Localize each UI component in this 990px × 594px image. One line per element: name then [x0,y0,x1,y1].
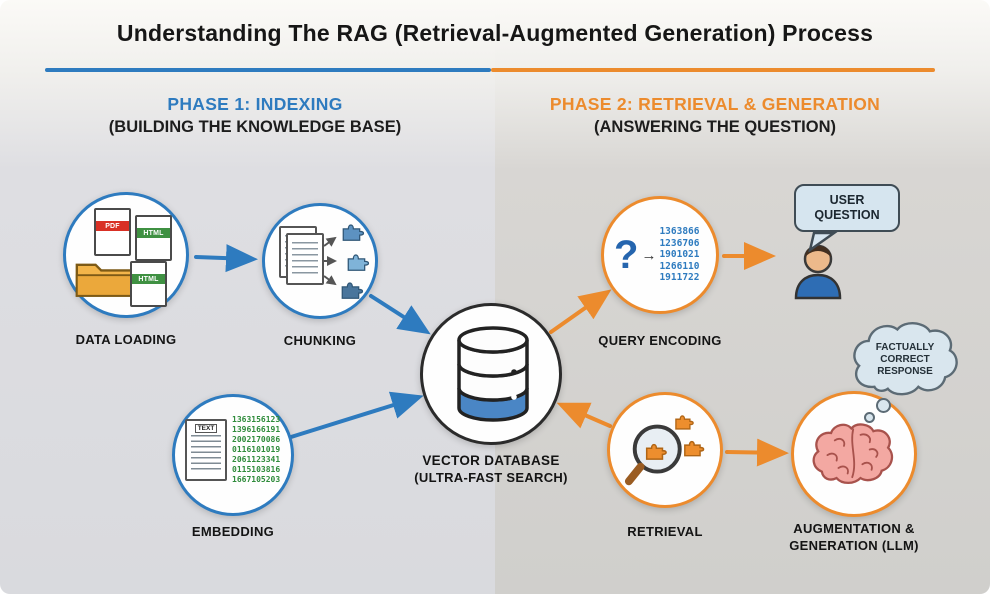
label-augmentation-line1: AUGMENTATION & [793,521,915,536]
database-icon [457,326,529,422]
text-doc-lines [191,435,221,473]
html-file-icon-2: HTML [130,261,167,307]
label-retrieval: RETRIEVAL [627,524,703,539]
html-file-tag: HTML [137,228,170,238]
split-arrows-icon [323,236,337,286]
node-embedding: TEXT 1363156123 1396166191 2002170086 01… [172,394,294,516]
encode-arrow-icon: → [641,246,657,264]
thought-cloud-shape [853,322,958,396]
puzzle-piece-icon-orange-3 [684,440,705,457]
user-question-line2: QUESTION [814,208,880,222]
label-query-encoding: QUERY ENCODING [598,333,722,348]
text-document-icon: TEXT [185,419,227,481]
phase1-heading-block: PHASE 1: INDEXING (BUILDING THE KNOWLEDG… [40,94,470,137]
pdf-file-tag: PDF [96,221,129,231]
thought-dot-large [876,398,891,413]
text-doc-label: TEXT [194,424,218,433]
magnifier-icon [624,415,705,486]
thought-bubble: FACTUALLY CORRECT RESPONSE [846,318,964,404]
user-avatar [794,244,842,300]
node-chunking [262,203,378,319]
thought-dot-small [864,412,875,423]
response-line1: FACTUALLY [875,342,935,353]
label-data-loading: DATA LOADING [75,332,177,347]
document-icon-front [286,233,324,285]
speech-bubble: USER QUESTION [794,184,900,252]
pdf-file-icon: PDF [94,208,131,256]
label-vector-database-sub: (ULTRA-FAST SEARCH) [414,470,568,485]
puzzle-piece-icon-2 [347,254,370,271]
response-line2: CORRECT [880,354,930,365]
embedding-vector-numbers: 1363156123 1396166191 2002170086 0116101… [232,415,281,484]
puzzle-piece-icon-orange [645,443,667,460]
arrow-embedding-to-vectordb [289,391,424,439]
phase2-subtitle: (ANSWERING THE QUESTION) [594,118,836,136]
arrow-dataloading-to-chunking [194,244,258,273]
brain-icon [812,423,894,485]
arrow-retrieval-to-vectordb [556,402,612,429]
query-vector-numbers: 1363866 1236706 1901021 1266110 1911722 [659,226,700,284]
node-query-encoding: ? → 1363866 1236706 1901021 1266110 1911… [601,196,719,314]
phase2-title: PHASE 2: RETRIEVAL & GENERATION [549,94,881,114]
label-embedding: EMBEDDING [191,524,275,539]
puzzle-piece-icon-orange-2 [675,415,694,430]
label-vector-database: VECTOR DATABASE [422,453,560,468]
arrow-chunking-to-vectordb [369,294,431,335]
puzzle-piece-icon [342,224,365,241]
phase1-title: PHASE 1: INDEXING [167,94,343,114]
html-file-icon: HTML [135,215,172,261]
node-retrieval [607,392,723,508]
arrow-retrieval-to-augmentation [725,438,789,467]
phase2-heading-block: PHASE 2: RETRIEVAL & GENERATION (ANSWERI… [495,94,935,137]
question-mark-icon: ? [614,233,639,277]
node-data-loading: PDF HTML HTML [63,192,189,318]
user-question-line1: USER [829,193,865,207]
folder-icon [75,263,133,297]
page-title: Understanding The RAG (Retrieval-Augment… [116,20,874,46]
html-file-tag-2: HTML [132,274,165,284]
phase1-subtitle: (BUILDING THE KNOWLEDGE BASE) [108,118,402,136]
label-chunking: CHUNKING [283,333,357,348]
divider-blue [45,68,491,72]
node-augmentation-generation [791,391,917,517]
puzzle-piece-icon-3 [341,282,364,299]
arrow-vectordb-to-queryencoding [549,289,612,334]
node-vector-database [420,303,562,445]
label-augmentation-line2: GENERATION (LLM) [789,538,919,553]
response-line3: RESPONSE [877,366,933,377]
speech-bubble-tail [808,232,838,252]
divider-orange [491,68,935,72]
